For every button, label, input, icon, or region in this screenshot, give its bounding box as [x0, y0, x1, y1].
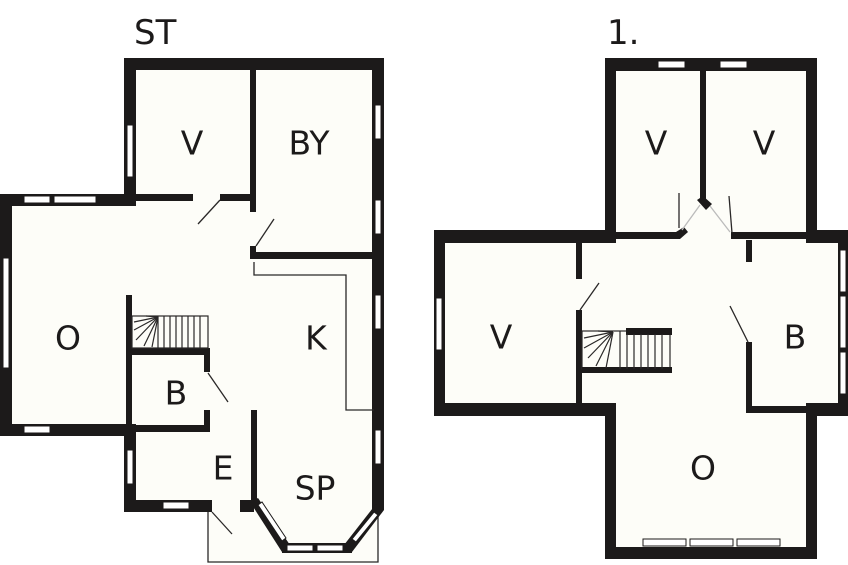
wall: [614, 232, 680, 239]
window: [351, 511, 379, 543]
room-label: SP: [295, 469, 336, 508]
room-label: K: [305, 319, 328, 358]
room-label: B: [165, 374, 188, 413]
wall: [434, 403, 616, 416]
wall: [126, 295, 132, 435]
door-swing: [728, 195, 733, 234]
wall: [250, 252, 374, 259]
wall: [806, 230, 848, 243]
wall: [204, 410, 210, 432]
staircase: [131, 315, 209, 349]
window: [162, 501, 190, 510]
room-label: B: [784, 318, 807, 357]
wall: [605, 403, 616, 559]
window: [839, 351, 847, 395]
floor-title-first: 1.: [607, 13, 639, 53]
door-swing: [255, 218, 275, 247]
wall: [700, 70, 706, 200]
window: [23, 195, 51, 204]
door-swing: [709, 205, 731, 233]
window: [374, 104, 382, 140]
room-label: V: [181, 124, 204, 163]
ground-floor-plan: ST: [0, 13, 384, 563]
door-swing: [729, 305, 749, 343]
door-swing: [681, 204, 701, 231]
wall: [220, 194, 256, 201]
wall: [251, 410, 257, 502]
window: [53, 195, 97, 204]
kitchen-counter: [253, 262, 374, 411]
room-label: V: [490, 318, 513, 357]
window: [689, 538, 734, 547]
wall: [746, 342, 752, 412]
floor-title-ground: ST: [134, 13, 177, 53]
window: [657, 60, 686, 69]
wall: [372, 58, 384, 230]
window: [23, 425, 51, 434]
wall: [130, 425, 210, 432]
window: [126, 124, 134, 178]
wall: [605, 547, 817, 559]
staircase: [581, 328, 672, 373]
room-label: E: [213, 449, 234, 488]
wall: [746, 406, 810, 413]
wall: [576, 310, 582, 406]
wall: [731, 232, 809, 239]
wall: [0, 424, 136, 436]
room-label: V: [645, 124, 668, 163]
window: [839, 295, 847, 349]
room-label: O: [55, 319, 81, 358]
window: [719, 60, 748, 69]
wall: [136, 194, 193, 201]
wall: [250, 246, 256, 256]
porch-outline: [207, 505, 379, 563]
window: [2, 257, 10, 369]
wall: [605, 58, 817, 71]
room-label: V: [753, 124, 776, 163]
wall: [746, 240, 752, 262]
window: [642, 538, 687, 547]
window: [374, 294, 382, 330]
first-floor-area: [438, 62, 846, 553]
wall: [697, 196, 712, 210]
window: [374, 199, 382, 235]
window: [839, 249, 847, 293]
window: [257, 501, 287, 542]
wall: [240, 500, 254, 512]
wall: [806, 403, 817, 559]
wall: [434, 230, 616, 243]
room-label: BY: [289, 124, 331, 163]
window: [435, 297, 443, 351]
door-swing: [579, 282, 600, 311]
door-swing: [197, 199, 221, 225]
wall: [124, 58, 384, 70]
wall: [204, 348, 210, 372]
door-swing: [207, 372, 229, 403]
room-label: O: [690, 449, 716, 488]
window: [736, 538, 781, 547]
door-swing: [211, 511, 233, 535]
window: [126, 449, 134, 485]
wall: [576, 243, 582, 279]
wall: [806, 58, 817, 243]
wall: [372, 225, 384, 510]
first-floor-plan: 1.: [434, 13, 848, 559]
porch-area: [208, 508, 378, 563]
wall: [250, 70, 256, 212]
wall: [676, 227, 688, 239]
window: [286, 544, 314, 552]
wall: [130, 348, 210, 355]
wall: [605, 58, 616, 243]
window: [374, 429, 382, 465]
window: [316, 544, 344, 552]
